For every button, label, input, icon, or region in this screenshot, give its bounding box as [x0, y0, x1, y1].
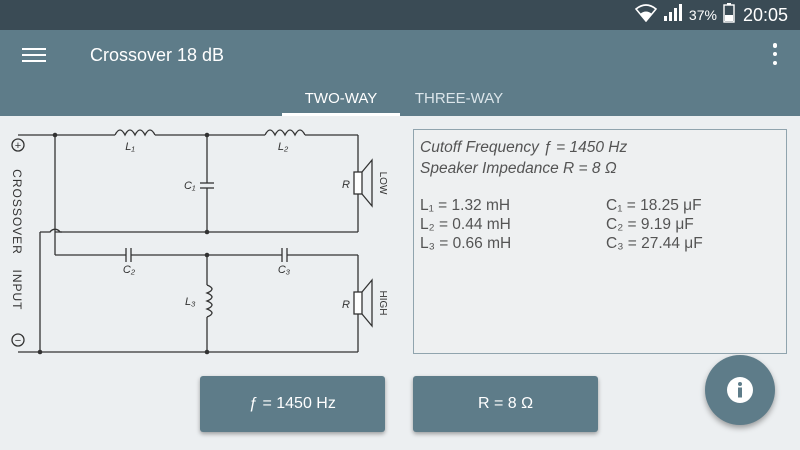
app-bar: Crossover 18 dB TWO-WAY THREE-WAY [0, 30, 800, 116]
more-vert-icon[interactable] [772, 43, 778, 65]
clock: 20:05 [742, 4, 788, 25]
label-C2: C₂ [123, 264, 136, 276]
speaker-low-label: LOW [377, 172, 388, 195]
value-C3: C₃ = 27.44 μF [606, 235, 703, 252]
label-C1: C₁ [184, 180, 196, 192]
info-button[interactable] [705, 355, 775, 425]
signal-icon [663, 3, 683, 27]
hamburger-menu-icon[interactable] [22, 44, 48, 66]
page-title: Crossover 18 dB [90, 45, 225, 65]
label-R-high: R [342, 299, 350, 311]
battery-icon [723, 2, 735, 28]
crossover-circuit-diagram: + − L₁ L₂ C₁ R C₂ C₃ L₃ R LOW HIGH CROSS… [10, 129, 388, 355]
results-panel: Cutoff Frequency ƒ = 1450 Hz Speaker Imp… [413, 129, 787, 354]
value-L2: L₂ = 0.44 mH [420, 216, 511, 233]
info-icon [727, 377, 753, 403]
label-R-low: R [342, 179, 350, 191]
cutoff-frequency-text: Cutoff Frequency ƒ = 1450 Hz [420, 139, 628, 156]
label-L2: L₂ [278, 141, 289, 153]
tab-two-way[interactable]: TWO-WAY [282, 82, 400, 116]
frequency-button[interactable]: ƒ = 1450 Hz [200, 376, 385, 432]
minus-terminal-label: − [15, 335, 21, 347]
value-L1: L₁ = 1.32 mH [420, 197, 511, 214]
label-L3: L₃ [185, 296, 196, 308]
battery-percent: 37% [688, 7, 717, 23]
label-C3: C₃ [278, 264, 291, 276]
wifi-icon [634, 3, 658, 27]
tab-bar: TWO-WAY THREE-WAY [0, 82, 800, 116]
value-L3: L₃ = 0.66 mH [420, 235, 512, 252]
plus-terminal-label: + [15, 140, 21, 152]
status-bar: 37% 20:05 [0, 0, 800, 30]
tab-three-way[interactable]: THREE-WAY [414, 90, 504, 107]
speaker-impedance-text: Speaker Impedance R = 8 Ω [420, 160, 617, 177]
impedance-button[interactable]: R = 8 Ω [413, 376, 598, 432]
value-C2: C₂ = 9.19 μF [606, 216, 694, 233]
speaker-high-label: HIGH [377, 291, 388, 316]
value-C1: C₁ = 18.25 μF [606, 197, 702, 214]
crossover-side-label: CROSSOVER [10, 169, 24, 255]
input-side-label: INPUT [10, 270, 24, 311]
label-L1: L₁ [125, 141, 135, 153]
